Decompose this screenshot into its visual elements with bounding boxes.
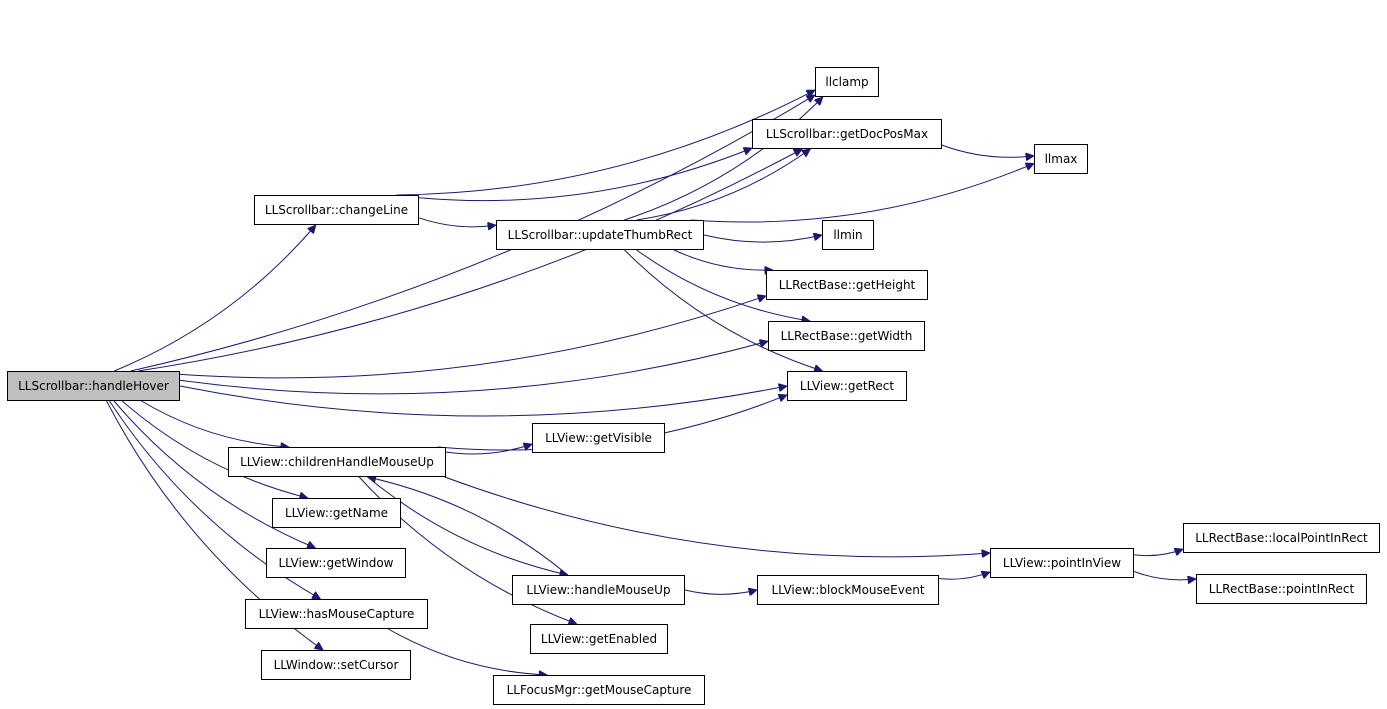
node-get-mouse-capture[interactable]: LLFocusMgr::getMouseCapture: [493, 675, 705, 705]
edge-handleHover-to-childrenHandleMouseUp: [141, 400, 289, 447]
edge-updateThumbRect-to-getRect: [624, 249, 823, 371]
edge-handleHover-to-getDocPosMax: [138, 148, 802, 372]
node-get-visible[interactable]: LLView::getVisible: [532, 423, 665, 453]
node-point-in-rect[interactable]: LLRectBase::pointInRect: [1196, 574, 1367, 604]
node-llmin[interactable]: llmin: [822, 220, 874, 250]
edge-blockMouseEvent-to-pointInView: [938, 572, 990, 580]
node-change-line[interactable]: LLScrollbar::changeLine: [254, 195, 419, 225]
node-get-enabled[interactable]: LLView::getEnabled: [530, 624, 668, 654]
node-handle-mouse-up[interactable]: LLView::handleMouseUp: [512, 575, 685, 605]
edge-childrenHandleMouseUp-to-getVisible: [445, 444, 532, 455]
edge-changeLine-to-llclamp: [396, 89, 815, 196]
edge-hasMouseCapture-to-getMouseCapture: [388, 628, 547, 675]
edge-handleHover-to-llclamp: [130, 95, 815, 372]
node-get-name[interactable]: LLView::getName: [272, 498, 401, 528]
node-children-handle-mouse-up[interactable]: LLView::childrenHandleMouseUp: [228, 447, 446, 477]
edge-handleHover-to-getWidth: [179, 341, 768, 395]
node-get-window[interactable]: LLView::getWindow: [266, 548, 406, 578]
edge-handleHover-to-getName: [121, 400, 308, 498]
edge-updateThumbRect-to-getWidth: [636, 249, 810, 321]
edge-handleHover-to-getWindow: [113, 400, 315, 548]
node-set-cursor[interactable]: LLWindow::setCursor: [261, 650, 411, 680]
node-get-height[interactable]: LLRectBase::getHeight: [766, 270, 928, 300]
edge-handleMouseUp-to-blockMouseEvent: [684, 590, 757, 594]
node-get-rect[interactable]: LLView::getRect: [787, 371, 907, 401]
node-handle-hover[interactable]: LLScrollbar::handleHover: [7, 371, 180, 401]
edge-changeLine-to-getDocPosMax: [418, 148, 752, 202]
edge-handleHover-to-getRect: [179, 386, 787, 417]
edge-updateThumbRect-to-getDocPosMax: [636, 149, 811, 221]
node-llclamp[interactable]: llclamp: [815, 67, 879, 97]
node-has-mouse-capture[interactable]: LLView::hasMouseCapture: [245, 599, 428, 629]
node-local-point-in-rect[interactable]: LLRectBase::localPointInRect: [1183, 523, 1380, 553]
edge-handleHover-to-getHeight: [179, 296, 766, 379]
edge-updateThumbRect-to-getHeight: [673, 249, 773, 270]
node-point-in-view[interactable]: LLView::pointInView: [990, 548, 1134, 578]
node-update-thumb-rect[interactable]: LLScrollbar::updateThumbRect: [496, 220, 704, 250]
edge-childrenHandleMouseUp-to-pointInView: [444, 476, 990, 557]
edge-handleMouseUp-to-childrenHandleMouseUp: [368, 477, 569, 576]
edge-updateThumbRect-to-llmin: [703, 235, 822, 243]
edge-handleHover-to-changeLine: [114, 225, 316, 372]
node-block-mouse-event[interactable]: LLView::blockMouseEvent: [757, 575, 939, 605]
edge-pointInView-to-localPointInRect: [1133, 549, 1183, 557]
node-llmax[interactable]: llmax: [1034, 144, 1088, 174]
edge-getDocPosMax-to-llmax: [941, 144, 1034, 157]
node-get-width[interactable]: LLRectBase::getWidth: [768, 321, 925, 351]
edge-pointInView-to-pointInRect: [1133, 571, 1196, 580]
node-get-doc-pos-max[interactable]: LLScrollbar::getDocPosMax: [752, 119, 942, 149]
edge-handleHover-to-hasMouseCapture: [109, 400, 320, 599]
edge-changeLine-to-updateThumbRect: [418, 217, 496, 227]
edge-updateThumbRect-to-llmax: [690, 163, 1034, 223]
edge-updateThumbRect-to-llclamp: [624, 97, 823, 221]
edge-childrenHandleMouseUp-to-handleMouseUp: [367, 476, 568, 575]
